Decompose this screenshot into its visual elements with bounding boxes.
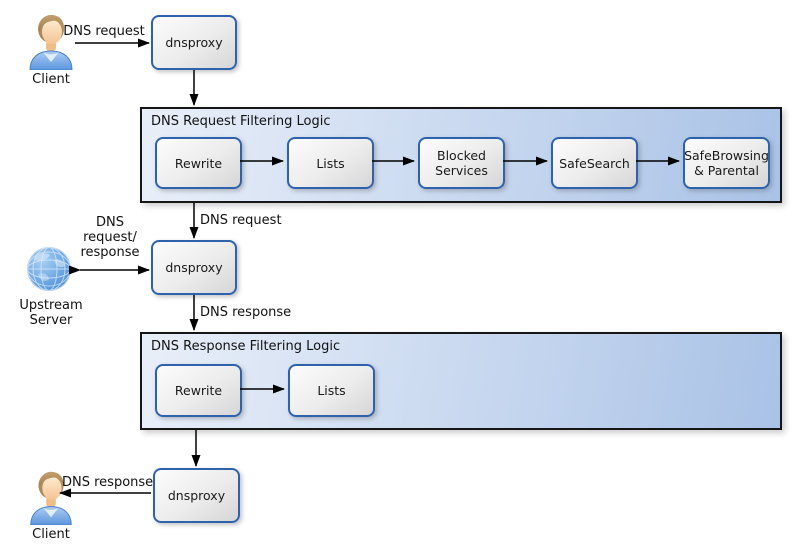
- person-icon: [29, 15, 73, 70]
- upstream-edge-line3: response: [80, 245, 140, 260]
- edge-label-dns-response-mid: DNS response: [200, 305, 292, 320]
- step-rewrite-request: Rewrite: [155, 137, 242, 189]
- upstream-server-label: Upstream Server: [5, 298, 97, 328]
- step-safesearch: SafeSearch: [551, 137, 638, 189]
- upstream-label-line1: Upstream: [19, 298, 83, 313]
- edge-label-dns-request-top: DNS request: [63, 24, 145, 39]
- step-lists-response: Lists: [288, 364, 375, 417]
- step-rewrite-response: Rewrite: [155, 364, 242, 417]
- dnsproxy-node-top: dnsproxy: [151, 15, 237, 70]
- upstream-edge-line1: DNS: [96, 215, 124, 230]
- person-icon: [30, 471, 72, 525]
- client-bottom-label: Client: [32, 527, 70, 542]
- edge-label-upstream: DNS request/ response: [63, 215, 157, 260]
- dnsproxy-node-mid: dnsproxy: [151, 240, 237, 295]
- upstream-edge-line2: request/: [83, 230, 137, 245]
- request-filtering-container: DNS Request Filtering Logic Rewrite List…: [140, 107, 782, 203]
- client-top-label: Client: [32, 72, 70, 87]
- step-blocked-services: Blocked Services: [418, 137, 505, 189]
- upstream-label-line2: Server: [29, 313, 73, 328]
- response-container-title: DNS Response Filtering Logic: [151, 339, 341, 354]
- edge-label-dns-response-bottom: DNS response: [62, 475, 154, 490]
- step-lists-request: Lists: [287, 137, 374, 189]
- response-filtering-container: DNS Response Filtering Logic Rewrite Lis…: [140, 332, 782, 430]
- request-container-title: DNS Request Filtering Logic: [151, 114, 331, 129]
- edge-label-dns-request-mid: DNS request: [200, 213, 282, 228]
- dnsproxy-node-bottom: dnsproxy: [153, 468, 240, 523]
- step-safebrowsing-parental: SafeBrowsing & Parental: [683, 137, 770, 189]
